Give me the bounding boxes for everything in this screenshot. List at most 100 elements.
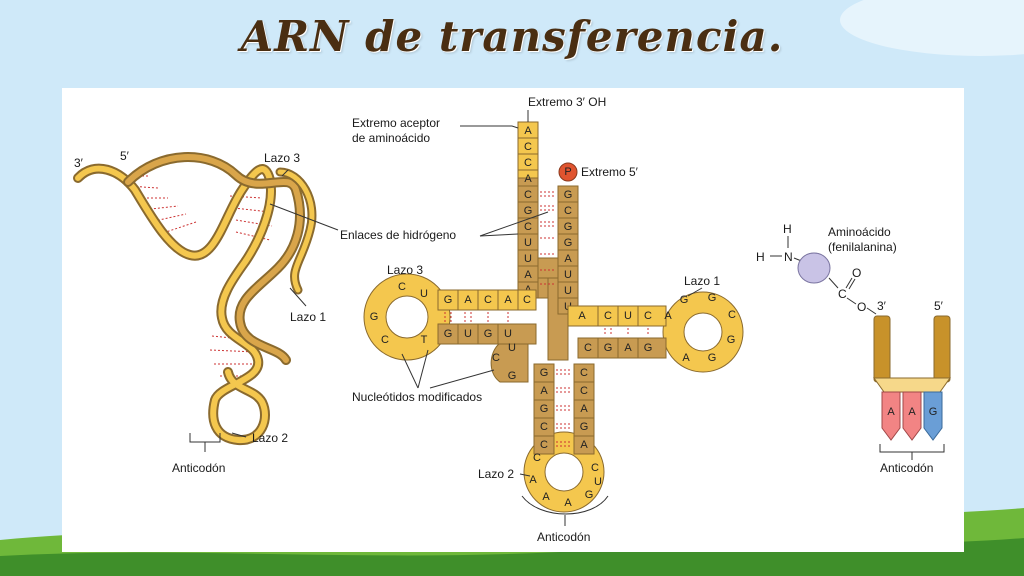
left-anticodon-label: Anticodón xyxy=(172,461,225,475)
nitrogen: N xyxy=(784,250,793,264)
schematic-3prime-arm xyxy=(873,315,891,383)
trna-diagram: 3′ 5′ Lazo 3 Lazo 1 Lazo 2 Anticodón A C… xyxy=(73,95,951,544)
hydrogen-1: H xyxy=(783,222,792,236)
nucleotide: G xyxy=(540,403,549,415)
nucleotide: A xyxy=(578,310,586,322)
amino-acid-label-line2: (fenilalanina) xyxy=(828,240,897,254)
acceptor-5prime-strand: G C G G A U U U xyxy=(557,185,579,315)
nucleotide: A xyxy=(624,342,632,354)
nucleotide: G xyxy=(484,328,493,340)
nucleotide: A xyxy=(540,385,548,397)
nucleotide: C xyxy=(381,334,389,346)
nucleotide: G xyxy=(444,294,453,306)
nucleotide: U xyxy=(504,328,512,340)
oxygen-double: O xyxy=(852,266,861,280)
left-loop1-label: Lazo 1 xyxy=(290,310,326,324)
acceptor-hbonds xyxy=(540,191,556,285)
center-loop2-label: Lazo 2 xyxy=(478,467,514,481)
carbon: C xyxy=(838,287,847,301)
trna-schematic: H H N C O O Aminoácido (fenilalanina) 3′… xyxy=(756,222,951,475)
anticodon-arm: G A G C C C C A G A C U G A A A xyxy=(521,363,609,526)
center-3prime-oh-label: Extremo 3′ OH xyxy=(528,95,606,109)
nucleotide: U xyxy=(524,237,532,249)
nucleotide: C xyxy=(580,385,588,397)
nucleotide: G xyxy=(708,352,717,364)
nucleotide: C xyxy=(728,309,736,321)
d-arm: G A C A C G U G U C U G C T xyxy=(370,281,537,346)
amino-acid-sphere xyxy=(797,252,831,284)
nucleotide: G xyxy=(370,311,379,323)
nucleotide: U xyxy=(420,288,428,300)
anticodon-base-2 xyxy=(902,391,922,441)
nucleotide: U xyxy=(594,476,602,488)
nucleotide: T xyxy=(421,334,428,346)
center-5prime-label: Extremo 5′ xyxy=(581,165,639,179)
diagram-panel: 3′ 5′ Lazo 3 Lazo 1 Lazo 2 Anticodón A C… xyxy=(62,88,964,552)
nucleotide: G xyxy=(585,489,594,501)
nucleotide: C xyxy=(524,141,532,153)
nucleotide: G xyxy=(644,342,653,354)
center-loop1-label: Lazo 1 xyxy=(684,274,720,288)
nucleotide: A xyxy=(580,439,588,451)
nucleotide: C xyxy=(398,281,406,293)
hydrogen-2: H xyxy=(756,250,765,264)
nucleotide: G xyxy=(708,292,717,304)
schematic-body xyxy=(873,377,951,393)
oxygen-ester: O xyxy=(857,300,866,314)
nucleotide: C xyxy=(484,294,492,306)
nucleotide: C xyxy=(580,367,588,379)
nucleotide: G xyxy=(540,367,549,379)
nucleotide: G xyxy=(727,334,736,346)
nucleotide: G xyxy=(564,221,573,233)
nucleotide: G xyxy=(508,370,517,382)
amino-acid-label-line1: Aminoácido xyxy=(828,225,891,239)
phosphate-symbol: P xyxy=(564,166,571,178)
trna-cloverleaf: A C C A C G C U U A A G C G G A U U U xyxy=(340,95,744,544)
t-arm: A C U C C G A G A G G C G G A xyxy=(567,292,736,364)
nucleotide: A xyxy=(524,125,532,137)
nucleotide: U xyxy=(564,285,572,297)
nucleotide: A xyxy=(524,173,532,185)
anticodon-base-1 xyxy=(881,391,901,441)
anticodon-base-3-letter: G xyxy=(929,406,938,418)
nucleotide: C xyxy=(492,352,500,364)
nucleotide: A xyxy=(682,352,690,364)
nucleotide: C xyxy=(591,462,599,474)
nucleotide: A xyxy=(504,294,512,306)
nucleotide: A xyxy=(542,491,550,503)
modified-nucleotides-label: Nucleótidos modificados xyxy=(352,390,482,404)
right-3prime-label: 3′ xyxy=(877,299,887,313)
nucleotide: A xyxy=(564,253,572,265)
nucleotide: A xyxy=(464,294,472,306)
nucleotide: C xyxy=(533,452,541,464)
nucleotide: U xyxy=(564,269,572,281)
nucleotide: A xyxy=(529,474,537,486)
nucleotide: C xyxy=(524,221,532,233)
nucleotide: A xyxy=(664,310,672,322)
acceptor-label-line1: Extremo aceptor xyxy=(352,116,440,130)
nucleotide: C xyxy=(524,157,532,169)
left-3prime-label: 3′ xyxy=(74,156,84,170)
nucleotide: C xyxy=(540,421,548,433)
right-5prime-label: 5′ xyxy=(934,299,944,313)
nucleotide: A xyxy=(564,497,572,509)
hbonds-label: Enlaces de hidrógeno xyxy=(340,228,456,242)
right-anticodon-label: Anticodón xyxy=(880,461,933,475)
left-loop3-label: Lazo 3 xyxy=(264,151,300,165)
nucleotide: U xyxy=(464,328,472,340)
nucleotide: C xyxy=(523,294,531,306)
nucleotide: C xyxy=(604,310,612,322)
anticodon-base-1-letter: A xyxy=(887,406,895,418)
nucleotide: G xyxy=(680,294,689,306)
nucleotide: C xyxy=(564,205,572,217)
nucleotide: C xyxy=(540,439,548,451)
slide-title: ARN de transferencia. xyxy=(240,12,784,61)
nucleotide: G xyxy=(524,205,533,217)
nucleotide: G xyxy=(580,421,589,433)
nucleotide: A xyxy=(580,403,588,415)
nucleotide: U xyxy=(524,253,532,265)
nucleotide: A xyxy=(524,269,532,281)
schematic-5prime-arm xyxy=(933,315,951,383)
acceptor-3prime-strand: A C C A C G C U U A A xyxy=(517,121,539,299)
left-loop2-label: Lazo 2 xyxy=(252,431,288,445)
